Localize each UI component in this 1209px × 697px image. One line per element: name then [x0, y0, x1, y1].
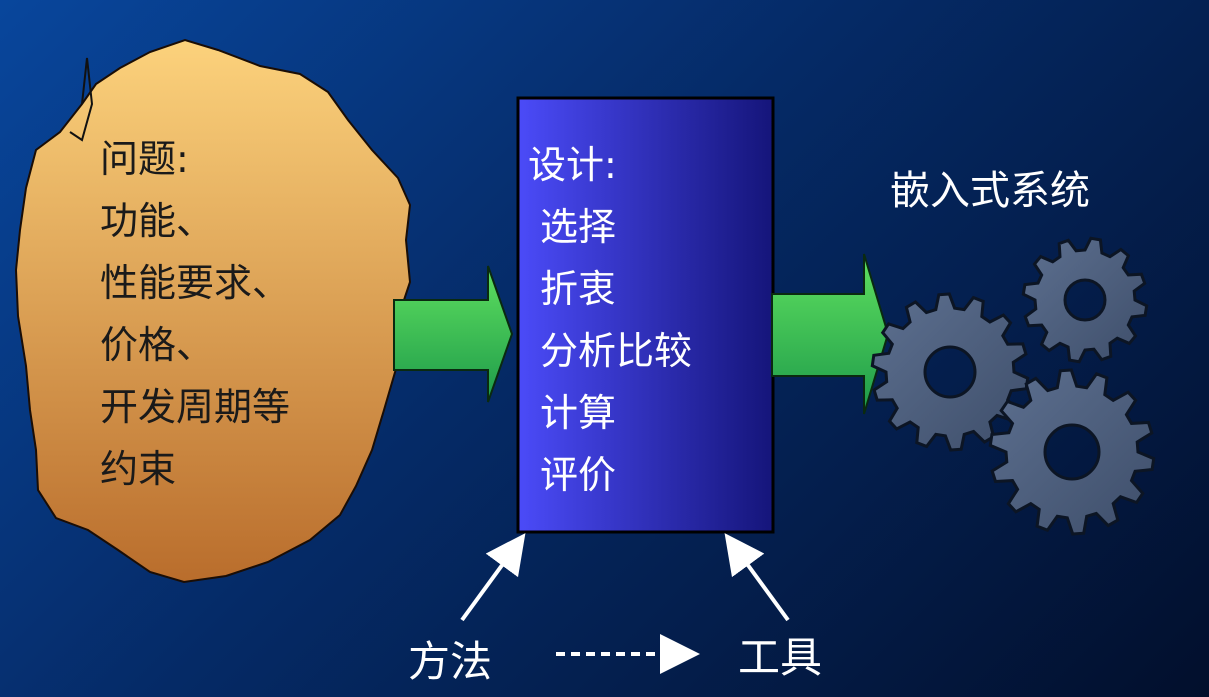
gear-icon: [988, 368, 1156, 536]
gear-group: [870, 236, 1156, 536]
flow-arrow-problem-to-design: [393, 265, 514, 403]
method-arrow: [460, 533, 526, 622]
flow-arrow-design-to-system: [771, 253, 890, 415]
design-heading: 设计:: [528, 143, 617, 187]
method-label: 方法: [408, 637, 492, 686]
problem-line: 价格、: [100, 323, 214, 367]
design-step: 评价: [540, 453, 616, 497]
design-step: 折衷: [540, 267, 616, 311]
blob-tear: [69, 57, 94, 142]
problem-lines: 功能、 性能要求、 价格、 开发周期等 约束: [100, 199, 290, 491]
gear-icon: [870, 292, 1030, 452]
design-step: 分析比较: [540, 329, 692, 373]
problem-line: 功能、: [100, 199, 214, 243]
design-step: 选择: [540, 205, 616, 249]
problem-line: 性能要求、: [100, 261, 290, 305]
tool-arrow: [724, 533, 790, 622]
tool-label: 工具: [738, 633, 822, 682]
problem-line: 开发周期等: [100, 385, 290, 429]
problem-heading: 问题:: [100, 137, 189, 181]
design-steps: 选择 折衷 分析比较 计算 评价: [540, 205, 692, 497]
problem-blob: [14, 38, 412, 584]
gear-icon: [1021, 236, 1149, 364]
design-box: [516, 96, 775, 534]
system-label: 嵌入式系统: [890, 168, 1090, 214]
design-step: 计算: [540, 391, 616, 435]
problem-line: 约束: [100, 447, 176, 491]
